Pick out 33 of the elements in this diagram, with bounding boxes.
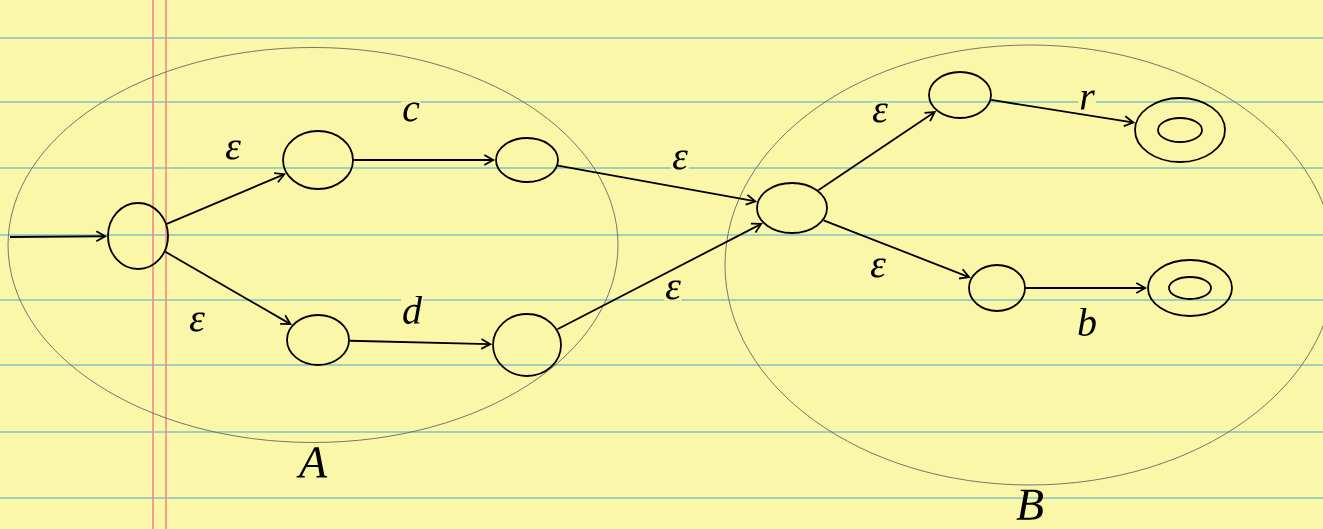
arrow: [822, 219, 971, 280]
state-circle: [107, 202, 169, 270]
accept-state-circle: [1147, 259, 1233, 317]
edge-label: ε: [188, 311, 206, 333]
edge-label: b: [1076, 306, 1098, 337]
state-circle: [286, 314, 350, 366]
state-circle: [928, 71, 992, 119]
node-label: A: [296, 447, 328, 478]
edge-label: ε: [869, 257, 887, 279]
state-circle: [968, 264, 1026, 312]
arrow: [1025, 282, 1148, 294]
state-circle: [495, 137, 559, 183]
edge-label: ε: [871, 102, 889, 124]
state-circle: [756, 182, 828, 234]
arrow: [165, 172, 286, 225]
edge-label: ε: [664, 279, 682, 301]
arrow: [164, 250, 293, 325]
arrow: [817, 110, 937, 192]
edge-label: c: [401, 101, 421, 123]
arrow: [990, 99, 1136, 127]
edge-label: ε: [224, 139, 242, 161]
accept-state-circle: [1134, 97, 1226, 163]
state-circle: [492, 313, 562, 377]
arrow: [353, 154, 496, 166]
edge-label: ε: [671, 149, 689, 171]
arrow: [557, 164, 758, 206]
arrow: [349, 338, 493, 350]
edge-label: r: [1078, 89, 1096, 111]
state-circle: [282, 130, 354, 190]
arrow: [556, 222, 763, 331]
node-label: B: [1016, 489, 1043, 520]
edge-label: d: [401, 294, 423, 325]
arrow: [9, 230, 108, 243]
